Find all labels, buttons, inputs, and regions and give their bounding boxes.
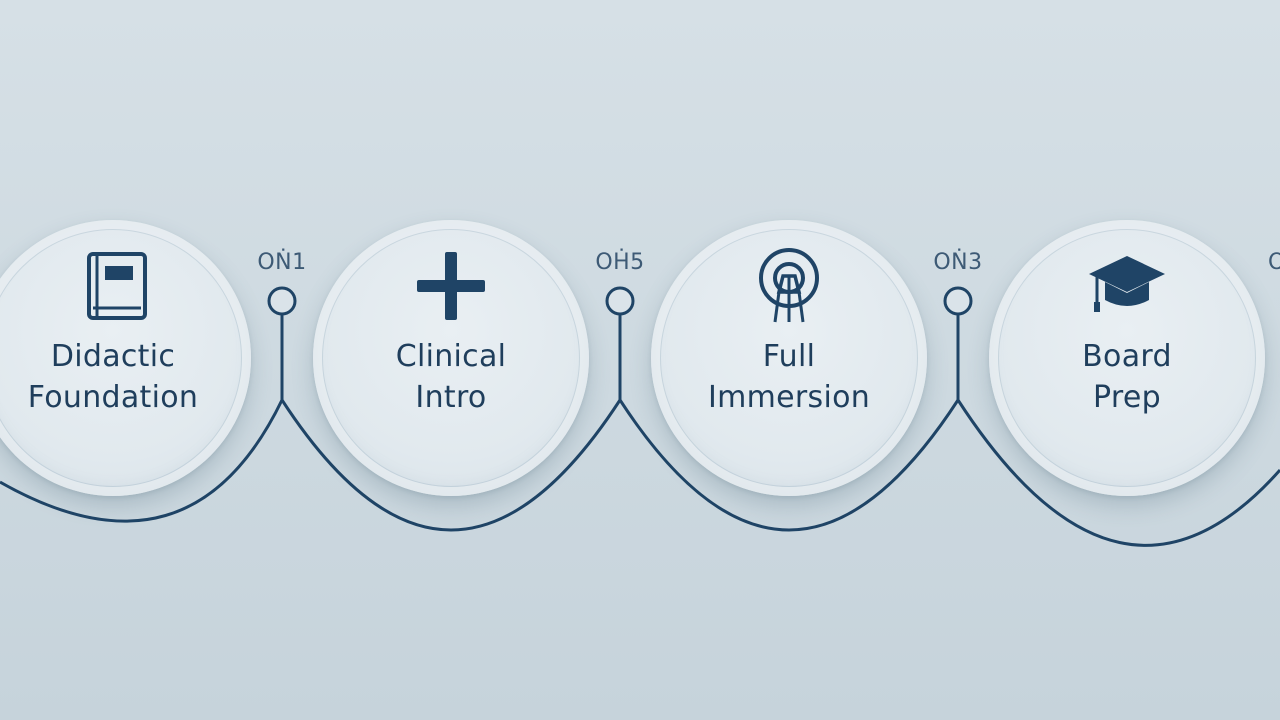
stage-didactic-foundation: Didactic Foundation	[0, 220, 251, 496]
connector-tag-3: OṄ3	[933, 250, 983, 275]
connector-tag-4: O	[1268, 250, 1280, 275]
connector-node-3	[943, 286, 973, 316]
stage-label: Board Prep	[1082, 339, 1172, 415]
mri-scanner-icon	[749, 246, 829, 326]
connector-node-1	[267, 286, 297, 316]
medical-cross-icon	[411, 246, 491, 326]
connector-tag-2: OḢ5	[595, 250, 645, 275]
connector-node-2	[605, 286, 635, 316]
connector-tag-1: OṄ1	[257, 250, 307, 275]
stage-label: Didactic Foundation	[27, 339, 199, 415]
stage-full-immersion: Full Immersion	[651, 220, 927, 496]
stage-clinical-intro: Clinical Intro	[313, 220, 589, 496]
graduation-cap-icon	[1087, 246, 1167, 326]
book-icon	[73, 246, 153, 326]
stage-board-prep: Board Prep	[989, 220, 1265, 496]
stage-label: Clinical Intro	[395, 339, 507, 415]
stage-label: Full Immersion	[707, 339, 871, 415]
